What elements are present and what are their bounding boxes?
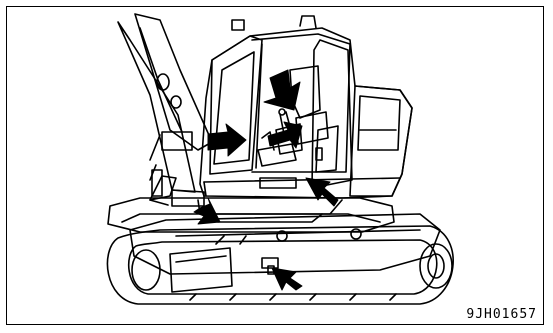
upper-structure: [171, 15, 413, 207]
boom-arm: [117, 13, 213, 206]
arrow-cab-upper: [263, 69, 301, 111]
arrow-revolving-frame-right: [305, 177, 339, 207]
arrow-cab-front-left: [207, 123, 247, 157]
arrow-cab-console: [267, 121, 303, 149]
figure-code: 9JH01657: [466, 307, 537, 322]
arrow-track-frame-towhook: [271, 267, 303, 291]
figure-frame: [6, 6, 544, 325]
arrows: [193, 69, 339, 291]
undercarriage: [106, 197, 454, 305]
arrow-track-frame-left: [193, 197, 221, 225]
